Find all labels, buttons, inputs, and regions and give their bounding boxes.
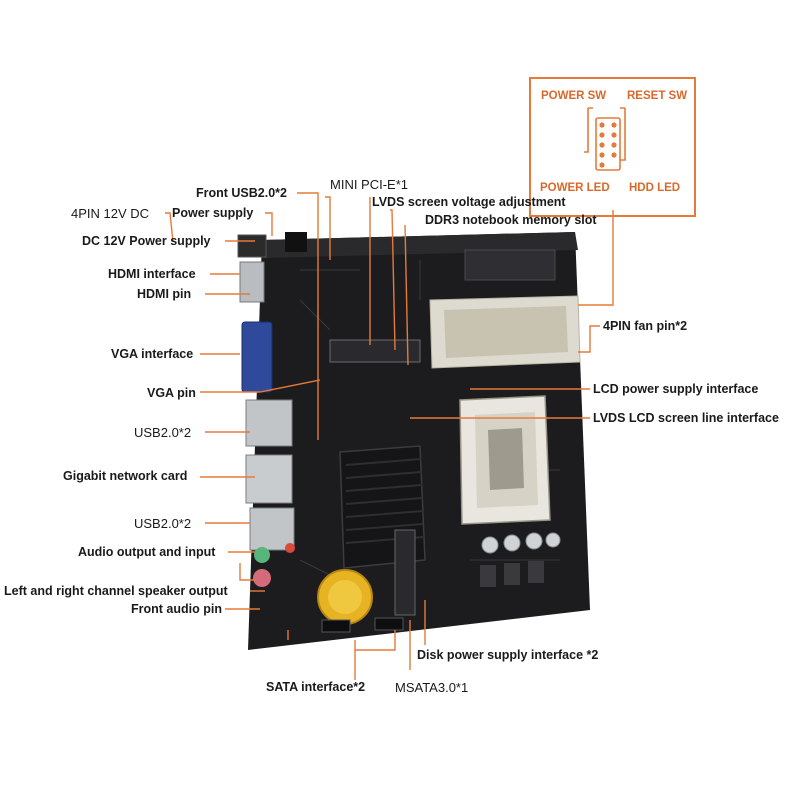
label-hdmi-pin: HDMI pin <box>137 287 192 301</box>
inset-reset-sw-label: RESET SW <box>627 90 688 102</box>
label-sata: SATA interface*2 <box>266 680 366 694</box>
label-msata: MSATA3.0*1 <box>395 680 469 695</box>
front-panel-inset <box>529 77 696 217</box>
label-mini-pcie: MINI PCI-E*1 <box>330 177 409 192</box>
inset-power-sw-label: POWER SW <box>541 90 607 102</box>
label-vga-pin: VGA pin <box>147 386 196 400</box>
callout-lines <box>165 192 614 680</box>
label-audio-io: Audio output and input <box>78 545 216 559</box>
label-hdmi-interface: HDMI interface <box>108 267 196 281</box>
label-usb-bottom: USB2.0*2 <box>134 516 192 531</box>
label-lcd-power: LCD power supply interface <box>593 382 759 396</box>
label-vga-interface: VGA interface <box>111 347 194 361</box>
label-fan-pin: 4PIN fan pin*2 <box>603 319 688 333</box>
label-front-audio: Front audio pin <box>131 602 222 616</box>
inset-power-led-label: POWER LED <box>540 182 610 194</box>
motherboard-image <box>237 232 590 650</box>
label-dc-12v-power: DC 12V Power supply <box>82 234 211 248</box>
label-front-usb: Front USB2.0*2 <box>196 186 287 200</box>
label-4pin-12v-dc: 4PIN 12V DC <box>71 206 150 221</box>
label-lvds-line: LVDS LCD screen line interface <box>593 411 779 425</box>
label-disk-power: Disk power supply interface *2 <box>417 648 599 662</box>
label-usb-top: USB2.0*2 <box>134 425 192 440</box>
label-lvds-voltage: LVDS screen voltage adjustment <box>372 195 566 209</box>
label-power-supply: Power supply <box>172 206 254 220</box>
label-speaker-out: Left and right channel speaker output <box>4 584 228 598</box>
inset-hdd-led-label: HDD LED <box>629 182 681 194</box>
label-gigabit-lan: Gigabit network card <box>63 469 188 483</box>
label-ddr3-slot: DDR3 notebook memory slot <box>425 213 597 227</box>
